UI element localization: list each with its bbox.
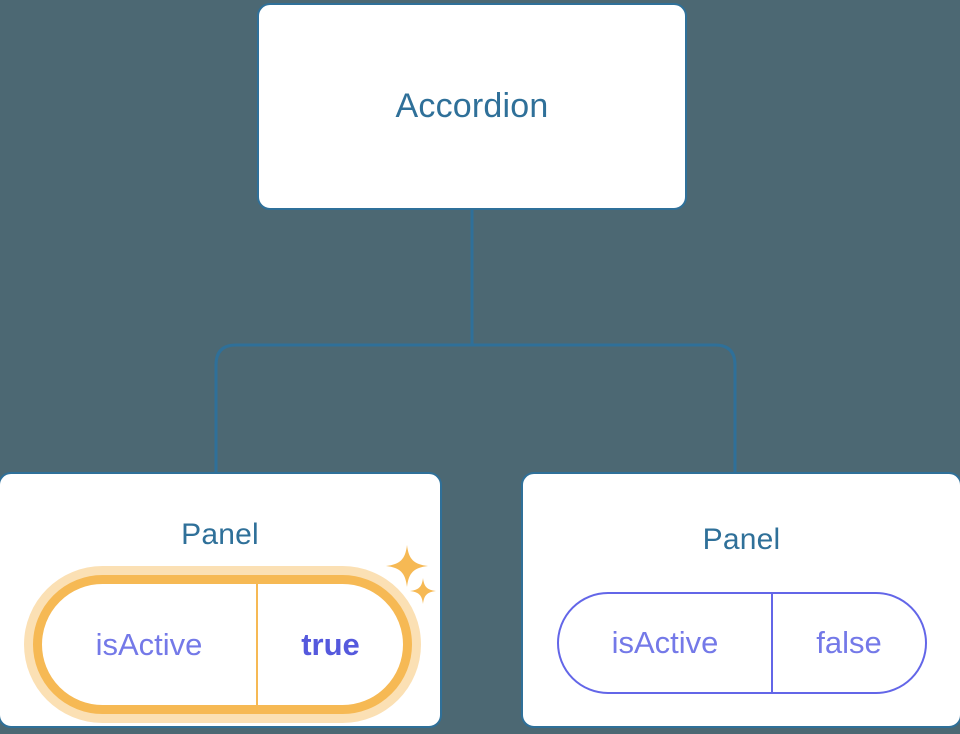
prop-pill-isactive-true[interactable]: isActive true: [33, 575, 412, 714]
node-accordion-title: Accordion: [395, 87, 549, 125]
node-panel-right[interactable]: Panel isActive false: [521, 472, 960, 728]
node-panel-right-title: Panel: [702, 523, 781, 556]
prop-value-false: false: [816, 625, 882, 660]
node-panel-left-title: Panel: [181, 518, 259, 551]
node-accordion[interactable]: Accordion: [257, 3, 687, 210]
prop-key-isactive: isActive: [42, 584, 258, 705]
prop-pill-isactive-false[interactable]: isActive false: [557, 592, 927, 694]
prop-value-true: true: [301, 626, 360, 662]
connector-branch-left: [214, 343, 472, 473]
prop-key-isactive: isActive: [559, 594, 773, 692]
node-panel-left[interactable]: Panel isActive true: [0, 472, 442, 728]
connector-branch-right: [472, 343, 737, 473]
